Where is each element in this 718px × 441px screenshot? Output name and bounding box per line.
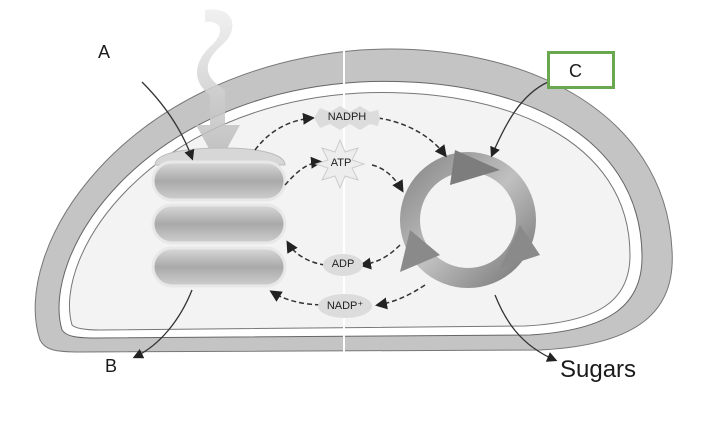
arrow-adp-to-thylakoid: [286, 240, 326, 266]
adp-label: ADP: [331, 258, 355, 270]
thylakoid-stack: [151, 147, 287, 288]
nadph-burst: [314, 106, 380, 130]
arrow-nadp-to-thylakoid: [269, 290, 321, 306]
label-c: C: [569, 61, 582, 81]
arrow-label-a: [141, 81, 195, 161]
arrow-to-atp: [284, 156, 323, 186]
arrow-nadph-to-cycle: [377, 117, 447, 158]
adp-ellipse: [323, 254, 363, 276]
arrow-atp-to-cycle: [371, 164, 404, 193]
nadp-label: NADP⁺: [326, 300, 364, 312]
thylakoid-disc: [151, 160, 287, 202]
light-icon: [196, 9, 240, 166]
nadp-ellipse: [318, 294, 372, 318]
arrow-to-nadph: [254, 112, 315, 151]
arrow-label-b: [132, 289, 193, 359]
label-b: B: [105, 356, 118, 376]
arrow-label-sugars: [494, 294, 558, 362]
arrow-cycle-to-adp: [359, 244, 401, 270]
label-c-box[interactable]: C: [547, 51, 615, 89]
nadph-label: NADPH: [327, 111, 367, 123]
label-sugars: Sugars: [560, 356, 637, 383]
label-a: A: [98, 42, 111, 62]
thylakoid-disc: [151, 203, 287, 245]
thylakoid-disc: [151, 246, 287, 288]
arrow-cycle-to-nadp: [375, 284, 426, 310]
atp-label: ATP: [330, 157, 352, 169]
arrow-label-c: [490, 81, 549, 158]
calvin-cycle-icon: [400, 150, 540, 288]
atp-burst: [314, 138, 366, 190]
